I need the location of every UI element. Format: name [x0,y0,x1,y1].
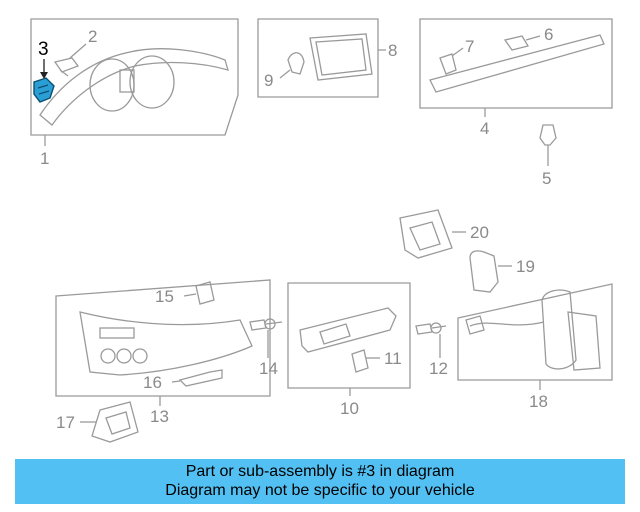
part-3-clip-icon [33,77,55,103]
group-8-box [257,18,379,98]
callout-4: 4 [480,119,489,138]
knob-center [116,348,132,364]
handle-lever [567,311,601,371]
handle-17 [91,401,139,443]
screw-5 [539,124,557,158]
callout-19: 19 [516,257,535,276]
callout-6: 6 [544,25,553,44]
part-12-bolt [415,322,447,358]
bracket-20-inner [409,221,441,251]
leader-15 [183,293,197,297]
display-panel [309,33,373,81]
group-1-box [30,18,239,136]
callout-11: 11 [384,349,402,368]
group-10-box [287,282,411,389]
panel-body [79,311,253,376]
leader-9 [279,69,291,79]
clip-6 [503,35,530,51]
knob-right [132,348,148,364]
callout-15: 15 [155,287,174,306]
group-18-handle-assembly [457,283,613,390]
callout-2: 2 [88,27,97,46]
bracket-20 [399,209,453,259]
part-17-handle [80,401,139,443]
group-13-panel [55,279,271,406]
bezel-outline [39,48,229,126]
cover-19 [469,250,499,293]
vent-slot [99,327,135,339]
leader-6 [525,35,541,41]
leader-3-arrowhead [40,72,48,79]
callout-9: 9 [264,71,273,90]
clip-2 [53,57,80,77]
trim-strip [429,34,605,93]
bracket-16 [178,369,223,387]
cable-end [465,315,485,335]
knob-left [100,348,116,364]
bolt-12-washer [430,322,442,334]
clip-11 [351,349,369,373]
callout-17: 17 [56,413,75,432]
callout-1: 1 [40,149,49,168]
part-5-screw [539,124,557,166]
callout-12: 12 [429,359,448,378]
leader-2 [69,43,87,59]
bolt-14 [249,319,283,331]
banner-line-2: Diagram may not be specific to your vehi… [165,482,475,499]
display-inner [315,38,367,76]
info-banner: Part or sub-assembly is #3 in diagram Di… [15,459,625,504]
leader-16 [171,380,181,383]
bracket-detail [319,323,351,345]
callout-7: 7 [465,37,474,56]
group-4-trim-strip [419,18,613,117]
clip-15 [195,281,215,305]
callout-13: 13 [150,407,169,426]
group-1-instrument-bezel [30,18,239,146]
group-4-box [419,18,613,109]
group-18-box [457,283,613,381]
handle-17-inner [105,411,131,435]
group-10-bracket [287,282,411,396]
callout-18: 18 [529,392,548,411]
leader-7 [451,47,464,57]
callout-20: 20 [470,223,489,242]
center-display [119,69,135,93]
part-20-bracket [399,209,466,259]
bolt-12 [415,323,447,335]
callout-10: 10 [340,399,359,418]
callout-labels: 3 1 2 8 9 7 6 4 5 20 19 15 14 11 12 16 1… [38,25,553,432]
highlighted-part-3 [33,59,55,103]
callout-16: 16 [143,373,162,392]
part-19-cover [469,250,512,293]
clip-7 [439,53,457,75]
part-3-clip-detail [37,84,50,95]
gauge-right [129,55,175,109]
group-8-display [257,18,386,98]
callout-5: 5 [542,169,551,188]
cable [469,321,545,327]
gauge-left [89,58,135,112]
handle-housing [541,289,577,370]
callout-8: 8 [388,41,397,60]
bracket-9 [287,52,305,75]
part-14-bolt [249,318,283,358]
callout-3: 3 [38,39,49,60]
banner-line-1: Part or sub-assembly is #3 in diagram [185,463,455,480]
bracket-assembly [299,307,397,353]
callout-14: 14 [259,359,278,378]
bolt-14-washer [264,318,276,330]
